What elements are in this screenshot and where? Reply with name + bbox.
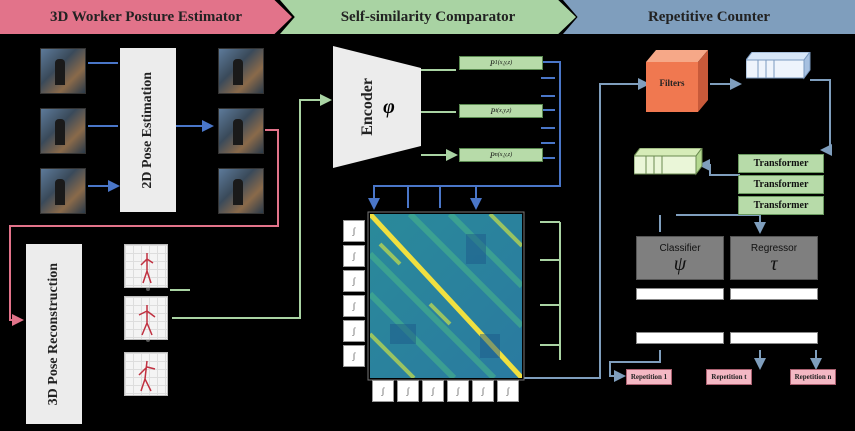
banner-worker-posture-estimator: 3D Worker Posture Estimator (0, 0, 292, 34)
self-similarity-matrix (370, 214, 522, 378)
pose-3d-plot (124, 296, 168, 340)
pose-thumbnail: ʃ (422, 380, 444, 402)
worker-pose-2d-image (218, 48, 264, 94)
banner-middle-label: Self-similarity Comparator (340, 8, 516, 25)
pose-thumbnail: ʃ (343, 270, 365, 292)
classifier-symbol: ψ (673, 253, 687, 275)
filters-block (646, 50, 708, 112)
worker-frame-image (40, 48, 86, 94)
transformer-block: Transformer (738, 196, 824, 215)
worker-frame-image (40, 108, 86, 154)
worker-pose-2d-image (218, 108, 264, 154)
embedding-tensor-icon (634, 148, 703, 176)
repetition-box: Repetition 1 (626, 369, 672, 385)
encoder-symbol: φ (383, 95, 395, 118)
pose-thumbnail: ʃ (497, 380, 519, 402)
pose-3d-plot (124, 352, 168, 396)
pose-thumbnail: ʃ (472, 380, 494, 402)
classifier-output-bar (636, 332, 724, 344)
banner-left-label: 3D Worker Posture Estimator (49, 8, 243, 25)
pose-thumbnail: ʃ (397, 380, 419, 402)
regressor-label: Regressor (750, 243, 798, 254)
pose-vector-sub: 1(x,y,z) (494, 60, 513, 66)
feature-tensor-icon (746, 52, 811, 80)
regressor-head: Regressor τ (730, 236, 818, 280)
banner-right-label: Repetitive Counter (647, 8, 771, 25)
pose-thumbnail: ʃ (343, 245, 365, 267)
pose-vector-sub: n(x,y,z) (494, 152, 513, 158)
pose-3d-reconstruction-box: 3D Pose Reconstruction (26, 244, 82, 424)
transformer-label: Transformer (753, 200, 809, 211)
transformer-block: Transformer (738, 175, 824, 194)
pose-thumbnail: ʃ (372, 380, 394, 402)
pose-thumbnail: ʃ (343, 345, 365, 367)
encoder-label: Encoder (359, 78, 377, 136)
regressor-output-bar (730, 332, 818, 344)
pose-2d-estimation-box: 2D Pose Estimation (120, 48, 176, 212)
encoder-block: Encoder φ (333, 46, 421, 168)
pose-3d-label: 3D Pose Reconstruction (46, 262, 61, 406)
repetition-box: Repetition t (706, 369, 752, 385)
filters-label: Filters (659, 78, 685, 88)
transformer-label: Transformer (753, 158, 809, 169)
pose-vector-base: P (489, 58, 495, 68)
regressor-output-bar (730, 288, 818, 300)
repetition-label: Repetition 1 (630, 373, 668, 381)
pose-2d-label: 2D Pose Estimation (140, 71, 155, 189)
pose-vector-base: P (490, 106, 496, 116)
pose-thumbnail: ʃ (343, 320, 365, 342)
classifier-label: Classifier (659, 243, 701, 254)
classifier-head: Classifier ψ (636, 236, 724, 280)
transformer-label: Transformer (753, 179, 809, 190)
banner-repetitive-counter: Repetitive Counter (563, 0, 855, 34)
repetition-label: Repetition n (794, 373, 832, 381)
repetition-label: Repetition t (711, 373, 747, 381)
pose-3d-plot (124, 244, 168, 288)
repetition-box: Repetition n (790, 369, 836, 385)
banner-self-similarity-comparator: Self-similarity Comparator (280, 0, 576, 34)
pose-vector-sub: t(x,y,z) (495, 108, 512, 114)
pose-thumbnail: ʃ (447, 380, 469, 402)
pose-vector-base: P (489, 150, 495, 160)
classifier-output-bar (636, 288, 724, 300)
transformer-block: Transformer (738, 154, 824, 173)
pose-thumbnail: ʃ (343, 295, 365, 317)
worker-pose-2d-image (218, 168, 264, 214)
worker-frame-image (40, 168, 86, 214)
pose-thumbnail: ʃ (343, 220, 365, 242)
regressor-symbol: τ (770, 253, 778, 275)
